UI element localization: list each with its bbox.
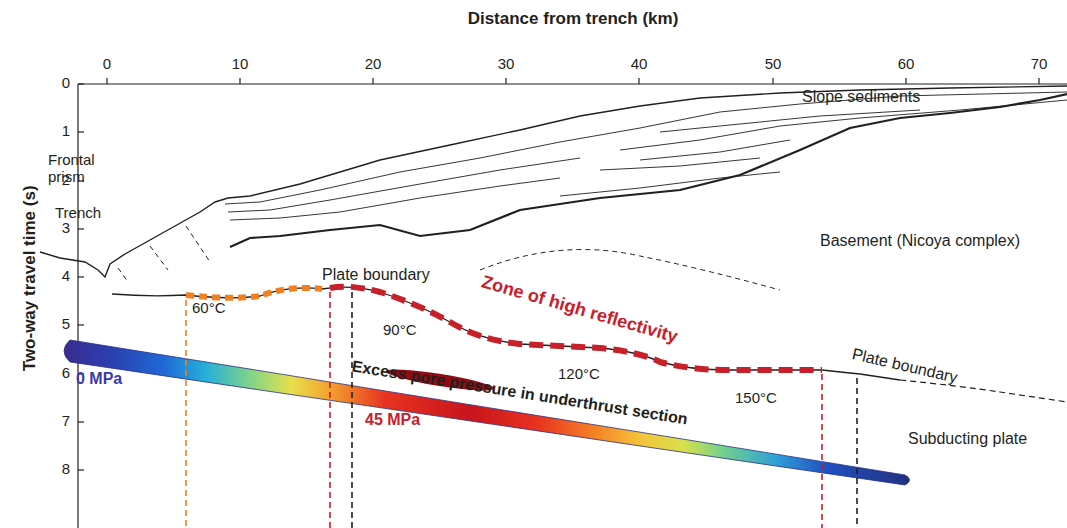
temperature-label: 150°C [735, 390, 777, 407]
tick-label: 0 [103, 56, 111, 73]
axis-title: Two-way travel time (s) [21, 185, 40, 371]
axis-title: Distance from trench (km) [468, 10, 679, 29]
tick-label: 20 [365, 56, 382, 73]
reflectivity-orange [186, 288, 322, 298]
tick-label: 7 [62, 413, 70, 430]
temperature-label: 120°C [558, 366, 600, 383]
prism-thrusts [118, 226, 780, 290]
tick-label: 0 [62, 75, 70, 92]
seafloor [40, 86, 1067, 277]
tick-label: 60 [898, 56, 915, 73]
plate-boundary-dashed [900, 380, 1067, 402]
tick-label: 50 [765, 56, 782, 73]
temperature-label: 90°C [383, 322, 417, 339]
unit-label: Basement (Nicoya complex) [820, 232, 1020, 250]
tick-label: 4 [62, 268, 70, 285]
vertical-markers [186, 292, 857, 528]
tick-label: 5 [62, 316, 70, 333]
tick-label: 3 [62, 220, 70, 237]
unit-label: Trench [55, 205, 101, 222]
tick-label: 40 [631, 56, 648, 73]
unit-label: Plate boundary [322, 266, 430, 284]
unit-label: Slope sediments [802, 88, 920, 106]
tick-label: 30 [498, 56, 515, 73]
basement-top [230, 94, 1067, 247]
unit-label: Subducting plate [908, 430, 1027, 448]
tick-label: 8 [62, 461, 70, 478]
unit-label: Frontal prism [48, 152, 108, 185]
tick-label: 10 [232, 56, 249, 73]
zone-label: Zone of high reflectivity [480, 272, 681, 347]
tick-label: 1 [62, 123, 70, 140]
axes [78, 78, 1067, 528]
pressure-value: 45 MPa [365, 411, 420, 429]
pore-pressure-wedge [64, 340, 910, 485]
tick-label: 6 [62, 365, 70, 382]
temperature-label: 60°C [192, 300, 226, 317]
pressure-value: 0 MPa [76, 370, 122, 388]
sediment-reflectors [225, 92, 1067, 220]
tick-label: 70 [1031, 56, 1048, 73]
